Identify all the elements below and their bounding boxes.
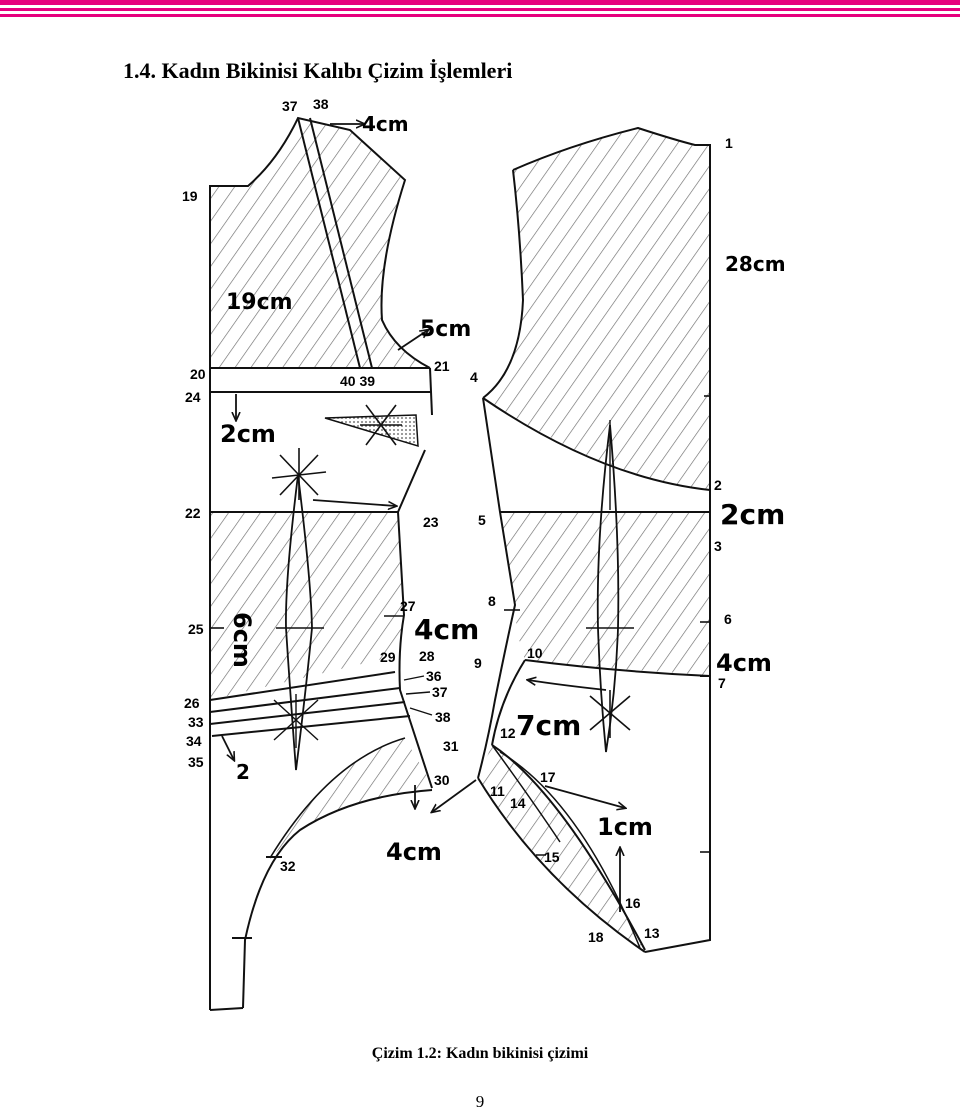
point-label-3: 3 [714,538,722,554]
top-decorative-bar [0,0,960,20]
figure-caption: Çizim 1.2: Kadın bikinisi çizimi [371,1045,589,1062]
pattern-drawing-figure: 1 2 3 4 5 6 7 8 9 10 11 12 13 14 15 16 1… [140,88,830,1028]
point-label-24: 24 [185,389,201,405]
right-pattern-piece [432,126,711,953]
point-label-2: 2 [714,477,722,493]
measure-4cm-top: 4cm [362,112,409,136]
point-label-20: 20 [190,366,206,382]
point-label-16: 16 [625,895,641,911]
point-label-12: 12 [500,725,516,741]
point-label-36: 36 [426,668,442,684]
measure-1cm: 1cm [597,813,653,841]
right-star [589,690,631,738]
point-labels: 1 2 3 4 5 6 7 8 9 10 11 12 13 14 15 16 1… [182,96,733,945]
measure-5cm: 5cm [420,317,471,342]
page-number: 9 [475,1092,485,1111]
left-upper-hatch [210,118,430,368]
point-label-35: 35 [188,754,204,770]
left-star-bottom [273,694,319,748]
left-star-top [271,448,327,500]
point-label-26: 26 [184,695,200,711]
point-label-17: 17 [540,769,556,785]
measure-2cm-right: 2cm [720,498,785,531]
right-middle-hatch [500,512,710,675]
measure-7cm: 7cm [516,709,581,742]
measurement-labels: 4cm 28cm 19cm 5cm 2cm 2cm 4cm 6cm 4cm 7c… [220,112,786,866]
point-label-18: 18 [588,929,604,945]
measure-19cm: 19cm [226,290,293,315]
right-outline [512,126,711,953]
section-heading: 1.4. Kadın Bikinisi Kalıbı Çizim İşlemle… [123,58,513,83]
point-label-19: 19 [182,188,198,204]
point-label-28: 28 [419,648,435,664]
top-bar-line-2 [0,14,960,17]
point-label-29: 29 [380,649,396,665]
point-label-27: 27 [400,598,416,614]
top-bar-band [0,0,960,5]
point-label-38-top: 38 [313,96,329,112]
point-label-38-bottom: 38 [435,709,451,725]
measure-4cm-right: 4cm [716,649,772,677]
left-star-mid [360,404,402,446]
measure-6cm: 6cm [228,612,256,668]
point-label-40-39: 40 39 [340,373,375,389]
left-dart-triangle [324,414,419,448]
point-label-7: 7 [718,675,726,691]
point-label-8: 8 [488,593,496,609]
left-leg-hatch [270,738,432,858]
point-label-23: 23 [423,514,439,530]
left-lower-hatch [210,512,404,700]
point-label-5: 5 [478,512,486,528]
left-pattern-piece [209,116,433,1011]
point-label-9: 9 [474,655,482,671]
measure-2cm-left: 2cm [220,420,276,448]
measure-4cm-bottom: 4cm [386,838,442,866]
measure-2-small: 2 [236,760,250,784]
point-label-4: 4 [470,369,478,385]
right-gusset-hatch [478,745,645,950]
point-label-22: 22 [185,505,201,521]
point-label-10: 10 [527,645,543,661]
bikini-pattern-svg: 1 2 3 4 5 6 7 8 9 10 11 12 13 14 15 16 1… [182,96,786,1011]
point-label-33: 33 [188,714,204,730]
measure-4cm-mid: 4cm [414,613,479,646]
point-label-15: 15 [544,849,560,865]
point-label-14: 14 [510,795,526,811]
point-label-13: 13 [644,925,660,941]
point-label-1: 1 [725,135,733,151]
left-dart [285,474,313,771]
right-upper-hatch [483,128,710,490]
point-label-21: 21 [434,358,450,374]
point-label-25: 25 [188,621,204,637]
point-label-31: 31 [443,738,459,754]
measure-28cm: 28cm [725,252,786,276]
point-label-34: 34 [186,733,202,749]
point-label-30: 30 [434,772,450,788]
left-outline [209,116,431,1010]
point-label-37-bottom: 37 [432,684,448,700]
point-label-6: 6 [724,611,732,627]
top-bar-line-1 [0,8,960,11]
point-label-32: 32 [280,858,296,874]
point-label-11: 11 [490,783,505,799]
right-dart [596,424,620,753]
point-label-37-top: 37 [282,98,298,114]
